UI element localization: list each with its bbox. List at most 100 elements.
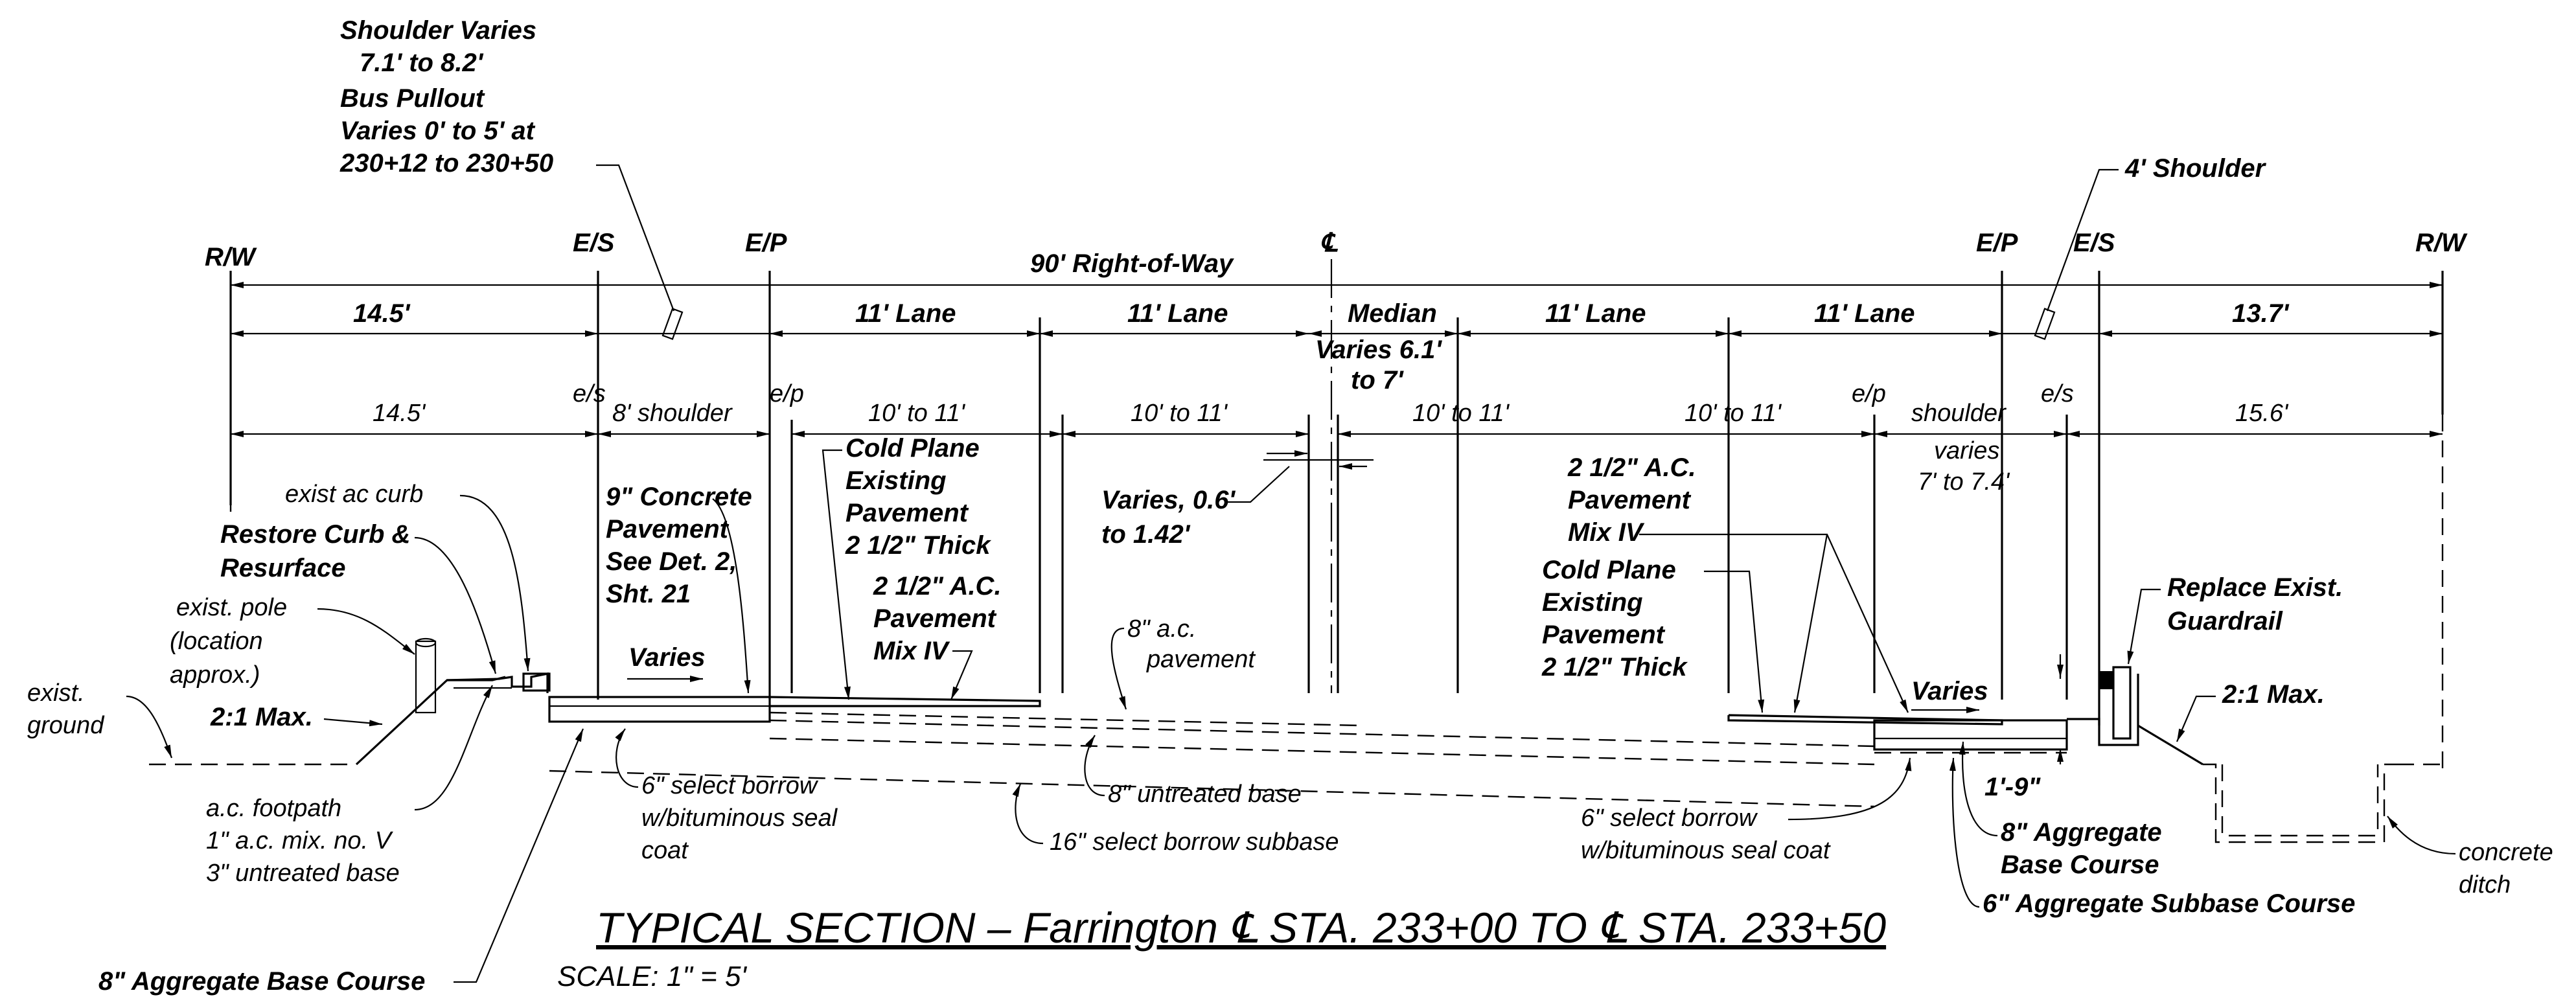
dim-seg2: 11' Lane <box>855 299 956 328</box>
note-cold-plane-right-1: Cold Plane <box>1542 556 1676 584</box>
slope-right <box>2137 724 2203 766</box>
proposed-dimensions: 90' Right-of-Way 14.5' 11' Lane 11' Lane… <box>231 249 2443 394</box>
note-shoulder-varies-1: Shoulder Varies <box>340 16 536 45</box>
note-cold-plane-right-4: 2 1/2" Thick <box>1541 653 1688 681</box>
guardrail-block <box>2099 671 2113 689</box>
leader-ac-right-a <box>1639 533 1909 713</box>
leader-four-ft-shoulder <box>2046 168 2119 312</box>
leader-borrow-right <box>1788 757 1912 821</box>
leader-agg-subbase-right <box>1949 757 1980 908</box>
leader-agg-base-right <box>1959 741 1998 837</box>
leader-slope-right <box>2176 695 2216 742</box>
leader-cold-plane-right <box>1704 570 1765 713</box>
note-concrete-4: Sht. 21 <box>606 580 691 608</box>
station-markers: R/W E/S E/P ℄ E/P E/S R/W <box>205 229 2468 271</box>
marker-es-left: E/S <box>573 229 615 257</box>
note-shoulder-varies: Shoulder Varies 7.1' to 8.2' Bus Pullout… <box>339 16 684 340</box>
note-four-ft-shoulder-text: 4' Shoulder <box>2124 154 2267 183</box>
guardrail-post <box>2112 666 2132 740</box>
exist-d5: 10' to 11' <box>1412 400 1510 427</box>
leader-borrow-left <box>615 728 639 788</box>
leader-exist-ac-curb <box>459 494 531 672</box>
concrete-pavement-left <box>548 696 771 723</box>
leader-exist-ground <box>126 695 173 759</box>
note-restore-curb-2: Resurface <box>220 554 345 582</box>
note-agg-base-right-1: 8" Aggregate <box>2001 818 2162 847</box>
note-cold-plane-right-2: Existing <box>1542 588 1643 617</box>
note-ac-right-3: Mix IV <box>1568 518 1645 547</box>
note-ac-left-1: 2 1/2" A.C. <box>873 572 1002 600</box>
dim-seg4: Median <box>1348 299 1437 328</box>
leader-untreated-base <box>1084 735 1105 797</box>
leader-varies-thickness <box>1228 466 1290 503</box>
title-block: TYPICAL SECTION – Farrington ℄ STA. 233+… <box>557 904 1886 992</box>
note-ditch-2: ditch <box>2459 871 2511 898</box>
note-curb-height: 1'-9" <box>1984 773 2041 801</box>
dim-seg1: 14.5' <box>353 299 411 328</box>
exist-d8: 15.6' <box>2235 400 2289 427</box>
leader-concrete <box>712 498 751 694</box>
note-borrow-left-2: w/bituminous seal <box>641 805 838 832</box>
note-ac-left-2: Pavement <box>873 604 997 633</box>
leader-ac8 <box>1110 627 1127 710</box>
leader-ac-right-b <box>1793 534 1828 713</box>
concrete-ditch <box>2203 763 2397 843</box>
note-shoulder-varies-4: Varies 0' to 5' at <box>340 117 536 145</box>
note-agg-subbase-right: 6" Aggregate Subbase Course <box>1983 889 2355 918</box>
curb-right <box>2067 674 2139 746</box>
symbol-shoulder-right <box>2034 308 2056 340</box>
dim-seg4-note-2: to 7' <box>1351 366 1404 394</box>
exist-es-left: e/s <box>573 380 606 407</box>
note-ac8-1: 8" a.c. <box>1127 615 1196 643</box>
exist-d3: 10' to 11' <box>868 400 966 427</box>
agg-base-right <box>1873 719 2068 751</box>
exist-pole <box>415 640 437 714</box>
existing-dimensions: e/s e/p e/p e/s 14.5' 8' shoulder 10' to… <box>231 380 2443 496</box>
slope-left <box>355 676 506 766</box>
note-cold-plane-left-2: Existing <box>845 466 947 495</box>
exist-d1: 14.5' <box>373 400 426 427</box>
section-scale: SCALE: 1" = 5' <box>557 961 747 992</box>
leader-exist-pole <box>317 608 415 655</box>
note-exist-pole-3: approx.) <box>170 661 260 689</box>
exist-ep-right: e/p <box>1852 380 1886 407</box>
exist-d6: 10' to 11' <box>1685 400 1782 427</box>
note-borrow-right-1: 6" select borrow <box>1581 805 1758 832</box>
note-borrow-left-1: 6" select borrow <box>641 772 819 799</box>
dim-seg4-note-1: Varies 6.1' <box>1315 336 1442 364</box>
leader-guardrail <box>2127 588 2161 665</box>
symbol-shoulder-left <box>661 308 684 340</box>
note-four-ft-shoulder: 4' Shoulder <box>2034 154 2267 340</box>
note-cold-plane-left-4: 2 1/2" Thick <box>845 531 991 560</box>
note-cold-plane-left-1: Cold Plane <box>845 434 980 463</box>
note-concrete-2: Pavement <box>606 515 730 543</box>
exist-d2: 8' shoulder <box>612 400 733 427</box>
note-footpath-3: 3" untreated base <box>206 860 400 887</box>
ac-overlay-left <box>769 696 1041 707</box>
marker-rw-left: R/W <box>205 243 257 271</box>
note-cold-plane-right-3: Pavement <box>1542 621 1666 649</box>
marker-es-right: E/S <box>2073 229 2115 257</box>
marker-rw-right: R/W <box>2415 229 2468 257</box>
note-shoulder-varies-2: 7.1' to 8.2' <box>360 49 484 77</box>
annotations: Shoulder Varies 7.1' to 8.2' Bus Pullout… <box>27 16 2553 996</box>
ac-overlay-right <box>1727 714 2003 726</box>
exist-d7: shoulder <box>1911 400 2007 427</box>
cross-section-profile <box>149 637 2443 843</box>
note-exist-ground-1: exist. <box>27 680 85 707</box>
leader-footpath <box>414 685 493 811</box>
note-borrow-left-3: coat <box>641 837 689 864</box>
leader-slope-left <box>323 718 383 727</box>
exist-es-right: e/s <box>2041 380 2074 407</box>
dim-overall: 90' Right-of-Way <box>1030 249 1234 278</box>
note-slope-left: 2:1 Max. <box>210 703 313 731</box>
note-ac8-2: pavement <box>1146 646 1256 673</box>
note-cold-plane-left-3: Pavement <box>845 499 969 527</box>
leader-shoulder-varies <box>596 164 675 312</box>
concrete-ditch-inner <box>2221 764 2379 837</box>
note-varies-left: Varies <box>628 643 706 672</box>
exist-curb <box>522 672 551 692</box>
note-guardrail-1: Replace Exist. <box>2167 573 2343 602</box>
marker-ep-left: E/P <box>745 229 787 257</box>
